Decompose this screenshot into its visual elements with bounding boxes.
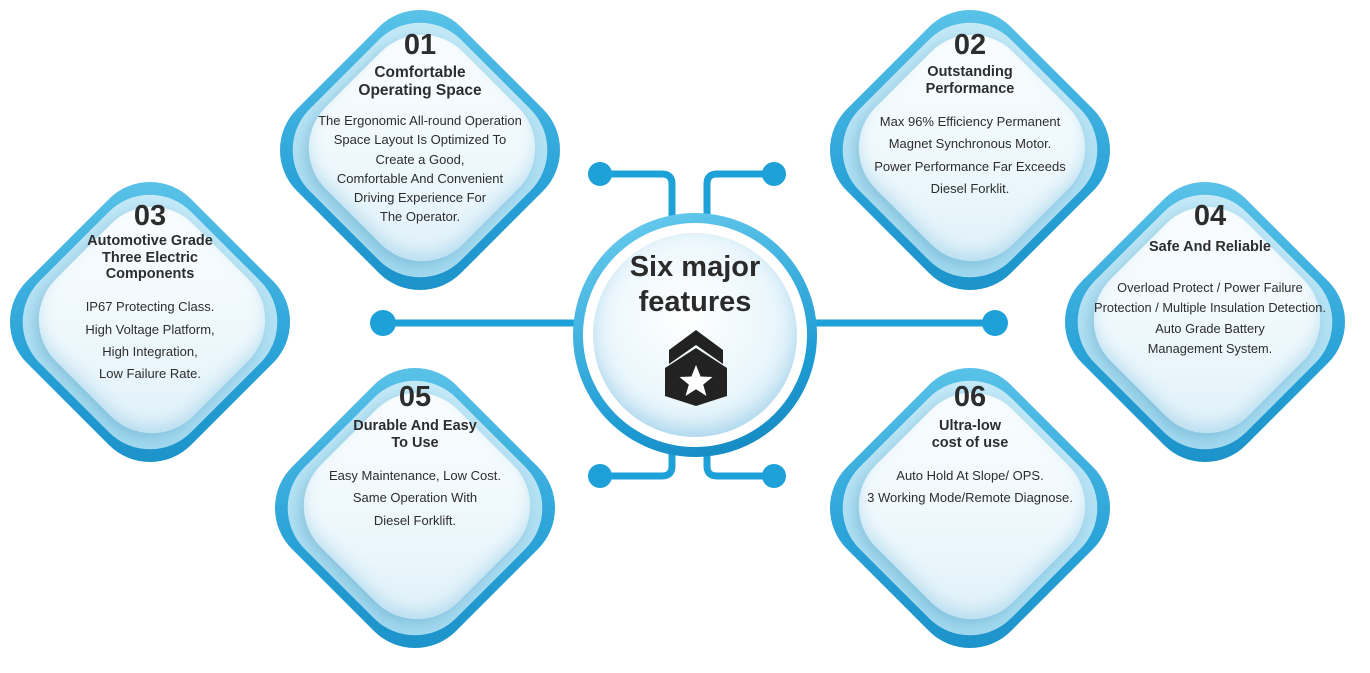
feature-title-line: Outstanding [927,64,1013,81]
card-content: 03 Automotive Grade Three Electric Compo… [25,201,275,386]
feature-title-line: Safe And Reliable [1149,239,1271,256]
connector-dot-bottom-left [588,464,612,488]
feature-title: Ultra-low cost of use [845,418,1095,450]
feature-card-05: 05 Durable And Easy To Use Easy Maintena… [250,343,580,673]
feature-desc-line: Easy Maintenance, Low Cost. [329,467,501,483]
feature-desc-line: Auto Grade Battery [1155,320,1265,336]
feature-card-04: 04 Safe And Reliable Overload Protect / … [1040,157,1370,487]
connector-bottom-left-line [596,446,676,480]
feature-title-line: Components [105,265,195,282]
card-content: 06 Ultra-low cost of use Auto Hold At Sl… [845,382,1095,510]
feature-desc-line: Diesel Forklift. [373,512,457,528]
connector-dot-left [370,310,396,336]
feature-number: 06 [953,381,987,413]
feature-number: 03 [133,200,167,232]
feature-title: Automotive Grade Three Electric Componen… [25,233,275,282]
connector-top-left-line [596,170,676,226]
feature-title-line: Comfortable [374,64,466,82]
connector-bottom-right-line [703,446,778,480]
card-content: 04 Safe And Reliable Overload Protect / … [1065,201,1355,360]
center-title-line1: Six major [629,251,761,283]
feature-title: Comfortable Operating Space [295,64,545,99]
feature-title-line: Operating Space [358,81,482,99]
connector-dot-bottom-right [762,464,786,488]
feature-desc-line: Diesel Forklit. [930,180,1010,196]
feature-desc-line: Space Layout Is Optimized To [333,132,507,148]
feature-card-03: 03 Automotive Grade Three Electric Compo… [0,157,315,487]
feature-desc-line: Overload Protect / Power Failure [1117,279,1303,295]
feature-desc-line: Auto Hold At Slope/ OPS. [896,467,1044,483]
feature-number: 04 [1193,200,1227,232]
star-shield-icon [665,330,727,406]
feature-title-line: Three Electric [102,249,198,266]
feature-description: The Ergonomic All-round Operation Space … [295,111,545,226]
feature-title: Outstanding Performance [845,64,1095,96]
feature-card-06: 06 Ultra-low cost of use Auto Hold At Sl… [805,343,1135,673]
feature-description: Auto Hold At Slope/ OPS. 3 Working Mode/… [845,465,1095,510]
feature-desc-line: Comfortable And Convenient [336,170,504,186]
feature-title: Durable And Easy To Use [290,418,540,450]
feature-card-02: 02 Outstanding Performance Max 96% Effic… [805,0,1135,315]
feature-desc-line: The Ergonomic All-round Operation [318,113,522,129]
feature-number: 01 [403,29,437,61]
connector-dot-top-right [762,162,786,186]
center-title-line2: features [638,285,752,318]
feature-desc-line: Management System. [1147,341,1273,357]
connector-dot-top-left [588,162,612,186]
feature-title-line: Automotive Grade [87,233,213,250]
feature-description: IP67 Protecting Class. High Voltage Plat… [25,296,275,385]
feature-desc-line: Magnet Synchronous Motor. [888,136,1052,152]
feature-desc-line: Create a Good, [375,151,465,167]
feature-title: Safe And Reliable [1065,239,1355,255]
feature-title-line: Performance [925,80,1015,97]
card-content: 01 Comfortable Operating Space The Ergon… [295,30,545,227]
feature-title-line: Durable And Easy [353,418,477,435]
feature-desc-line: Same Operation With [352,490,478,506]
card-content: 02 Outstanding Performance Max 96% Effic… [845,30,1095,200]
feature-desc-line: IP67 Protecting Class. [85,299,215,315]
feature-number: 05 [398,381,432,413]
feature-desc-line: Protection / Multiple Insulation Detecti… [1094,300,1326,316]
connector-dot-right [982,310,1008,336]
connector-top-right-line [703,170,778,226]
feature-desc-line: Driving Experience For [353,190,487,206]
feature-desc-line: The Operator. [379,209,461,225]
card-content: 05 Durable And Easy To Use Easy Maintena… [290,382,540,532]
feature-number: 02 [953,29,987,61]
feature-card-01: 01 Comfortable Operating Space The Ergon… [255,0,585,315]
connector-lines [370,162,1008,488]
feature-desc-line: 3 Working Mode/Remote Diagnose. [867,490,1073,506]
feature-desc-line: High Integration, [102,343,198,359]
feature-description: Overload Protect / Power Failure Protect… [1065,278,1355,360]
center-title: Six major features [593,250,797,320]
feature-desc-line: Low Failure Rate. [99,366,201,382]
feature-description: Easy Maintenance, Low Cost. Same Operati… [290,465,540,532]
feature-title-line: Ultra-low [938,418,1002,435]
feature-title-line: cost of use [931,434,1009,451]
feature-desc-line: Power Performance Far Exceeds [874,158,1066,174]
feature-desc-line: Max 96% Efficiency Permanent [879,113,1061,129]
feature-desc-line: High Voltage Platform, [85,321,215,337]
feature-description: Max 96% Efficiency Permanent Magnet Sync… [845,111,1095,200]
feature-title-line: To Use [391,434,439,451]
